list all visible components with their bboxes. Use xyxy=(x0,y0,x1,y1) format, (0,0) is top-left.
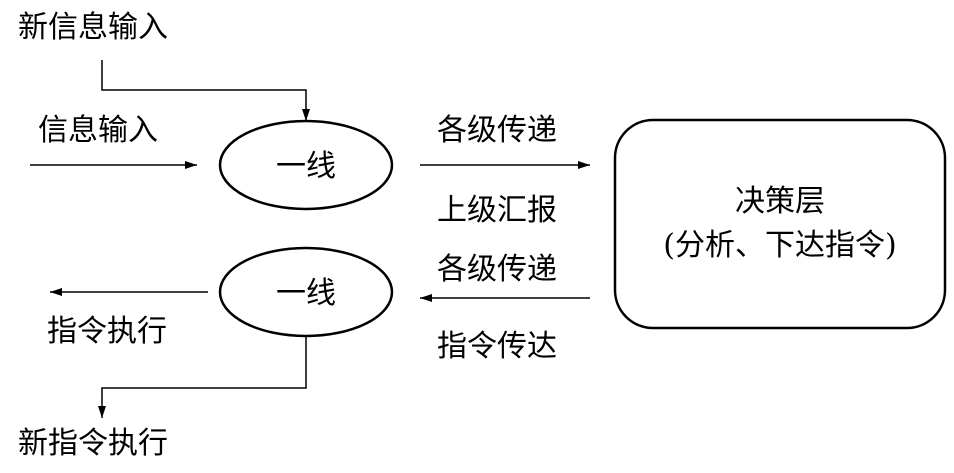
new-command-execute-label: 新指令执行 xyxy=(18,426,168,461)
command-execute-label: 指令执行 xyxy=(47,314,167,349)
frontline-top-label: 一线 xyxy=(276,149,336,184)
command-pass-label: 指令传达 xyxy=(437,329,557,364)
decision-layer-subtitle: (分析、下达指令) xyxy=(663,228,896,263)
pass-down-label: 各级传递 xyxy=(437,252,557,287)
new-command-connector xyxy=(98,336,307,418)
pass-up-label: 各级传递 xyxy=(437,113,557,148)
info-input-label: 信息输入 xyxy=(38,113,158,148)
new-info-input-label: 新信息输入 xyxy=(18,10,168,45)
new-info-connector xyxy=(101,60,310,121)
report-up-label: 上级汇报 xyxy=(437,193,557,228)
decision-layer-title: 决策层 xyxy=(735,184,825,219)
frontline-bottom-label: 一线 xyxy=(276,276,336,311)
decision-layer-box xyxy=(613,118,947,330)
